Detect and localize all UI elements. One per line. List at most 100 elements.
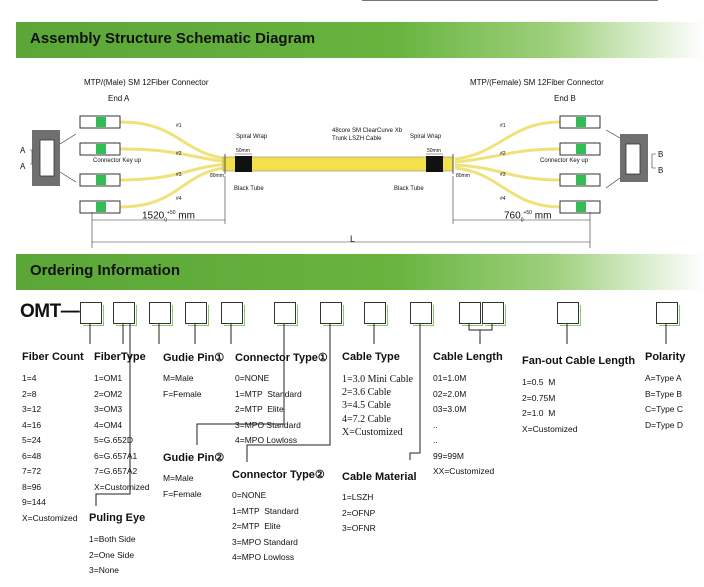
heading-cable-type: Cable Type xyxy=(342,351,400,363)
left-dim-80: 80mm xyxy=(210,173,224,179)
option-item: 3=MPO Standard xyxy=(232,536,298,547)
heading-guide-pin-1: Gudie Pin① xyxy=(163,352,225,364)
assembly-section-banner: Assembly Structure Schematic Diagram xyxy=(16,22,704,58)
option-item: 8=96 xyxy=(22,481,42,492)
option-item: X=Customized xyxy=(342,426,403,438)
option-item: 1=4 xyxy=(22,373,37,383)
option-item: 2=MTP Elite xyxy=(235,404,284,414)
assembly-section-title: Assembly Structure Schematic Diagram xyxy=(30,30,316,47)
option-item: 3=None xyxy=(89,565,120,575)
code-box-guide-pin-1[interactable] xyxy=(149,302,173,326)
option-item: F=Female xyxy=(163,388,202,399)
option-item: 7=72 xyxy=(22,466,42,476)
option-item: 1=OM1 xyxy=(94,373,123,383)
heading-fiber-count: Fiber Count xyxy=(22,351,84,363)
option-item: 4=7.2 Cable xyxy=(342,413,391,425)
end-b-letter-top: B xyxy=(658,150,664,159)
right-tol-top: +50 xyxy=(523,210,532,216)
left-tol-top: +50 xyxy=(167,210,176,216)
left-fiber-label-1: #1 xyxy=(176,123,182,129)
left-fanout-fibers xyxy=(119,120,231,209)
option-item: 3=OFNR xyxy=(342,523,376,533)
left-mtp-housing xyxy=(32,130,77,186)
trunk-cable xyxy=(222,154,454,174)
code-box-cable-length-1[interactable] xyxy=(459,302,483,326)
cable-desc-line2: Trunk LSZH Cable xyxy=(332,136,382,142)
left-dim-50: 50mm xyxy=(236,148,250,154)
option-item: .. xyxy=(433,419,438,430)
right-dim-50: 50mm xyxy=(427,148,441,154)
right-connectors xyxy=(559,115,601,214)
option-item: X=Customized xyxy=(94,481,150,492)
option-item: 2=OFNP xyxy=(342,507,376,518)
code-box-cable-material[interactable] xyxy=(364,302,388,326)
right-connector-label: MTP/(Female) SM 12Fiber Connector xyxy=(470,78,604,87)
code-box-fanout-length[interactable] xyxy=(557,302,581,326)
heading-cable-material: Cable Material xyxy=(342,471,417,483)
option-item: 9=144 xyxy=(22,497,46,507)
left-tol-bottom: 0 xyxy=(164,217,168,224)
heading-pulling-eye: Puling Eye xyxy=(89,512,146,524)
right-spiral-wrap-label: Spiral Wrap xyxy=(410,134,442,140)
code-box-connector-type-1[interactable] xyxy=(221,302,245,326)
option-item: 3=OM3 xyxy=(94,404,123,414)
option-item: 4=16 xyxy=(22,419,42,430)
right-length-dimension: 7600+50 mm xyxy=(504,210,551,223)
left-black-tube-label: Black Tube xyxy=(234,186,264,192)
option-item: 4=MPO Lowloss xyxy=(232,552,295,562)
left-fiber-label-3: #3 xyxy=(176,172,182,178)
option-item: M=Male xyxy=(163,473,194,483)
heading-guide-pin-2: Gudie Pin② xyxy=(163,452,225,464)
option-item: D=Type D xyxy=(645,419,684,430)
heading-connector-type-1: Connector Type① xyxy=(235,352,328,364)
heading-fanout-length: Fan-out Cable Length xyxy=(522,355,636,367)
ordering-section-banner: Ordering Information xyxy=(16,254,704,290)
option-item: 2=MTP Elite xyxy=(232,521,281,531)
option-item: 99=99M xyxy=(433,450,464,461)
option-item: 1=MTP Standard xyxy=(235,388,302,399)
left-connectors xyxy=(79,115,121,214)
code-box-cable-type[interactable] xyxy=(320,302,344,326)
end-a-letter-bottom: A xyxy=(20,162,26,171)
right-fiber-label-1: #1 xyxy=(500,123,506,129)
code-box-fiber-count[interactable] xyxy=(80,302,104,326)
ordering-section-title: Ordering Information xyxy=(30,262,180,279)
assembly-schematic-diagram: MTP/(Male) SM 12Fiber Connector End A MT… xyxy=(20,72,666,252)
option-item: .. xyxy=(433,435,438,445)
option-item: 2=3.6 Cable xyxy=(342,387,391,399)
option-item: 3=4.5 Cable xyxy=(342,400,391,412)
option-item: 2=1.0 M xyxy=(522,408,556,418)
left-length-unit: mm xyxy=(178,210,195,222)
end-brackets xyxy=(30,149,656,169)
left-end-label: End A xyxy=(108,94,130,103)
right-end-label: End B xyxy=(554,94,576,103)
option-item: 1=MTP Standard xyxy=(232,505,299,516)
left-length-dimension: 15200+50 mm xyxy=(142,210,195,223)
option-item: X=Customized xyxy=(22,512,78,523)
code-box-pulling-eye[interactable] xyxy=(410,302,434,326)
left-fiber-label-2: #2 xyxy=(176,151,182,157)
option-item: 3=MPO Standard xyxy=(235,419,301,430)
code-box-polarity[interactable] xyxy=(656,302,680,326)
option-item: 3=12 xyxy=(22,404,42,414)
code-box-fiber-type[interactable] xyxy=(113,302,137,326)
code-box-connector-type-2[interactable] xyxy=(274,302,298,326)
option-item: 01=1.0M xyxy=(433,373,467,383)
code-box-cable-length-2[interactable] xyxy=(482,302,506,326)
option-item: 7=G.657A2 xyxy=(94,466,138,476)
right-key-up-label: Connector Key up xyxy=(540,158,589,164)
code-box-guide-pin-2[interactable] xyxy=(185,302,209,326)
left-length-value: 1520 xyxy=(142,210,165,222)
left-fiber-label-4: #4 xyxy=(176,196,182,202)
heading-cable-length: Cable Length xyxy=(433,351,503,363)
right-dim-80: 80mm xyxy=(456,173,470,179)
option-item: C=Type C xyxy=(645,404,684,414)
